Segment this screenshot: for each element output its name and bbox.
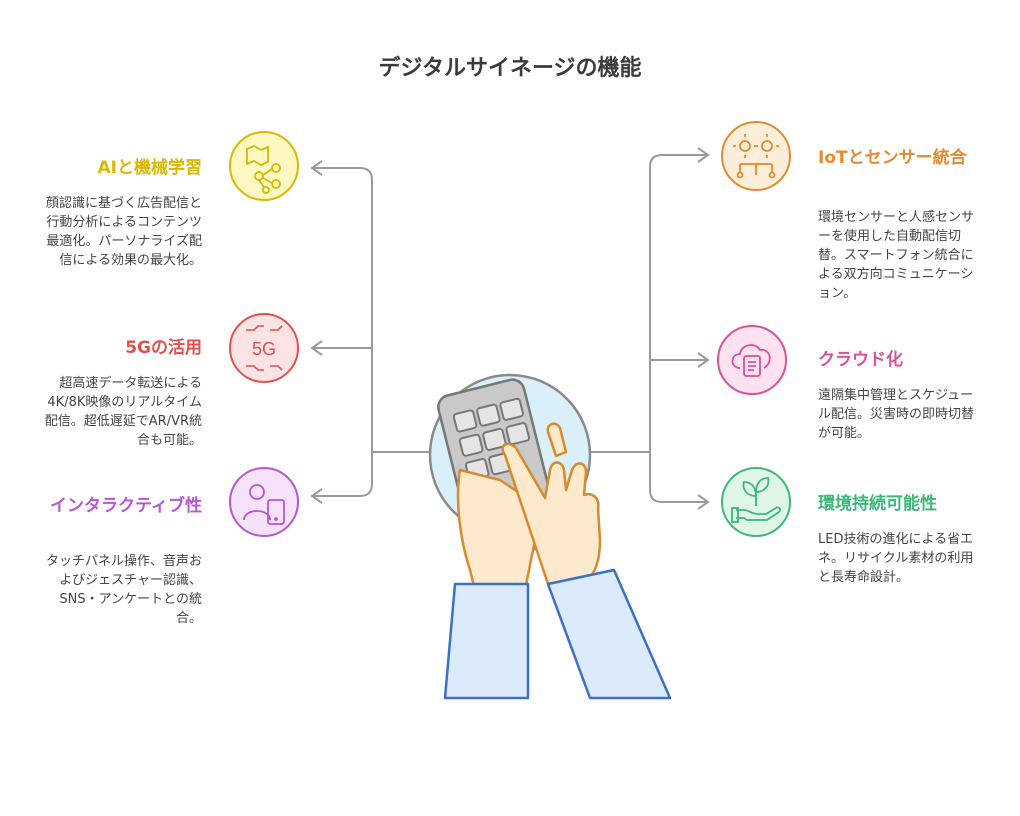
connector-interactive — [312, 452, 373, 497]
svg-text:5G: 5G — [252, 339, 276, 359]
iot-heading: IoTとセンサー統合 — [818, 148, 967, 168]
eco-description: LED技術の進化による省エネ。リサイクル素材の利用と長寿命設計。 — [818, 532, 974, 585]
hand-smartphone-illustration — [428, 373, 672, 700]
hand-plant-icon — [721, 467, 791, 537]
interactive-heading: インタラクティブ性 — [50, 496, 202, 516]
person-tablet-icon — [229, 467, 299, 537]
5g-description: 超高速データ転送による4K/8K映像のリアルタイム配信。超低遅延でAR/VR統合… — [44, 376, 202, 448]
iot-description: 環境センサーと人感センサーを使用した自動配信切替。スマートフォン統合による双方向… — [818, 210, 975, 301]
5g-heading: 5Gの活用 — [125, 338, 202, 358]
page-title: デジタルサイネージの機能 — [378, 56, 642, 81]
cloud-description: 遠隔集中管理とスケジュール配信。災害時の即時切替が可能。 — [818, 388, 975, 441]
ai-description: 顔認識に基づく広告配信と行動分析によるコンテンツ最適化。パーソナライズ配信による… — [45, 196, 202, 268]
connector-iot — [590, 154, 708, 453]
eco-heading: 環境持続可能性 — [818, 494, 937, 514]
5g-signal-icon: 5G — [229, 313, 299, 383]
gears-circuit-icon — [721, 121, 791, 191]
connector-lines — [310, 147, 710, 510]
connector-eco — [649, 452, 708, 503]
ai-heading: AIと機械学習 — [97, 158, 202, 178]
map-network-icon — [229, 131, 299, 201]
connector-ai — [312, 167, 430, 453]
cloud-document-icon — [717, 325, 787, 395]
interactive-description: タッチパネル操作、音声およびジェスチャー認識、SNS・アンケートとの統合。 — [45, 554, 202, 626]
cloud-heading: クラウド化 — [818, 350, 903, 370]
